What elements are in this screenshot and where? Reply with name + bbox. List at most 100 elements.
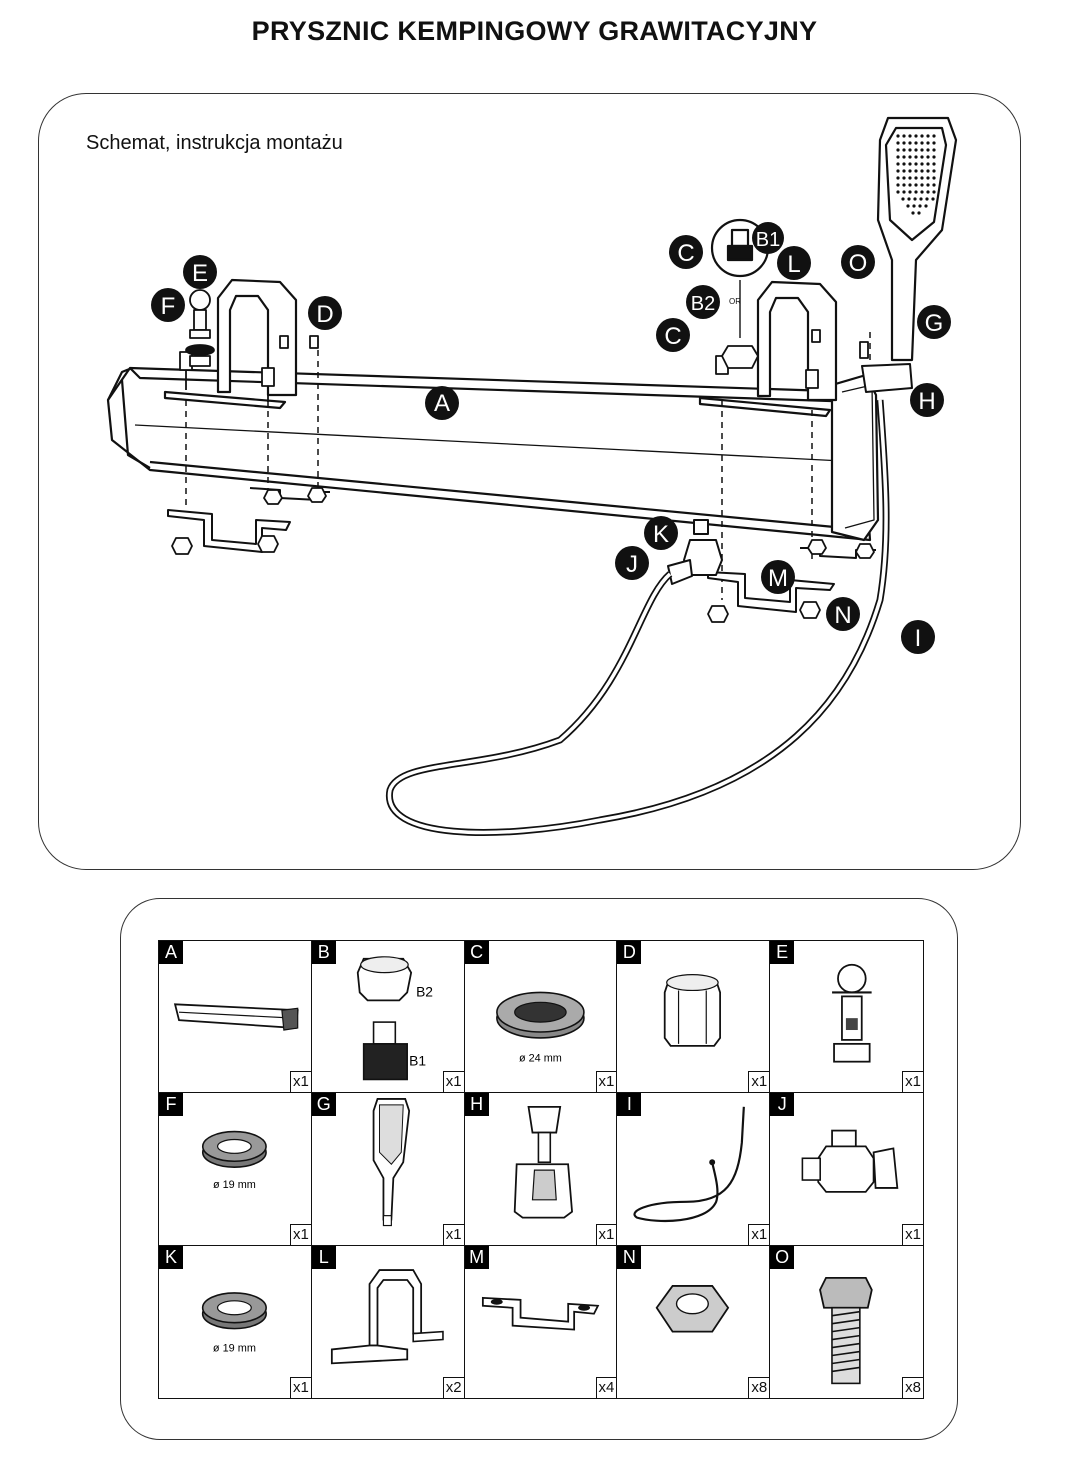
shower-hole xyxy=(902,148,906,152)
tank-bottom-line xyxy=(149,460,867,532)
callouts: A B1 B2 C C D E F G H I J K L M N O OR xyxy=(151,222,951,654)
assembly-diagram: A B1 B2 C C D E F G H I J K L M N O OR xyxy=(106,116,958,836)
svg-text:E: E xyxy=(192,260,208,287)
part-letter: D xyxy=(617,941,642,964)
callout-c-upper: C xyxy=(669,235,703,269)
tank-icon xyxy=(173,1003,299,1031)
part-letter: N xyxy=(617,1245,642,1269)
callout-e: E xyxy=(183,255,217,289)
part-letter: K xyxy=(159,1245,183,1269)
hose-icon xyxy=(634,1107,746,1223)
shower-hole xyxy=(914,162,918,166)
shower-hole xyxy=(896,162,900,166)
shower-hole xyxy=(896,134,900,138)
shower-hole xyxy=(920,148,924,152)
part-quantity: x8 xyxy=(902,1376,923,1398)
tank-end-cap xyxy=(830,373,880,542)
shower-hole xyxy=(908,190,912,194)
part-cell-i: I x1 xyxy=(617,1093,771,1246)
part-e-f-stack xyxy=(185,289,215,367)
callout-o: O xyxy=(841,245,875,279)
part-quantity: x1 xyxy=(595,1223,617,1245)
tank-inner-line xyxy=(120,379,151,469)
part-letter: L xyxy=(311,1245,336,1269)
shower-hole xyxy=(902,183,906,187)
shower-hole xyxy=(926,162,930,166)
part-quantity: x1 xyxy=(902,1071,923,1093)
shower-hole xyxy=(918,204,922,208)
svg-text:B2: B2 xyxy=(691,293,715,315)
callout-g: G xyxy=(917,305,951,339)
shower-hole xyxy=(914,183,918,187)
shower-hole xyxy=(917,211,921,215)
tank-body xyxy=(106,366,872,542)
part-quantity: x1 xyxy=(442,1223,464,1245)
part-b1-label: B1 xyxy=(409,1053,426,1069)
part-letter: E xyxy=(770,941,795,964)
part-letter: F xyxy=(159,1093,183,1117)
svg-text:O: O xyxy=(849,250,868,277)
shower-hole xyxy=(902,141,906,145)
callout-or: OR xyxy=(729,297,741,306)
shower-hole xyxy=(914,176,918,180)
valve-j xyxy=(667,519,723,585)
part-quantity: x1 xyxy=(748,1071,770,1093)
shower-hole xyxy=(920,162,924,166)
part-quantity: x1 xyxy=(289,1376,311,1398)
shower-hole xyxy=(908,183,912,187)
bracket-m-icon xyxy=(481,1296,599,1331)
washer-k-icon: ø 19 mm xyxy=(201,1291,267,1354)
bottom-nuts xyxy=(171,487,875,623)
callout-m: M xyxy=(761,560,795,594)
svg-text:K: K xyxy=(653,521,669,548)
shower-hole xyxy=(932,162,936,166)
part-cell-n: N x8 xyxy=(617,1245,771,1398)
part-b2-label: B2 xyxy=(416,983,433,999)
part-cell-o: O x8 xyxy=(770,1245,923,1398)
shower-hole xyxy=(908,134,912,138)
parts-grid: A x1 B B2 B1 x1 C ø 24 mm x1 D xyxy=(158,940,924,1399)
shower-head-holes xyxy=(896,134,936,215)
shower-hole xyxy=(908,169,912,173)
svg-text:I: I xyxy=(915,625,922,652)
shower-hole xyxy=(920,155,924,159)
shower-hole xyxy=(912,204,916,208)
right-top-bracket xyxy=(698,396,832,418)
shower-hole xyxy=(908,155,912,159)
shower-hole xyxy=(925,197,929,201)
part-letter: H xyxy=(464,1093,489,1117)
shower-hole xyxy=(926,183,930,187)
callout-c-lower: C xyxy=(656,318,690,352)
shower-hole xyxy=(932,176,936,180)
holder-h xyxy=(861,363,913,393)
connector-icon: B2 B1 xyxy=(356,956,433,1081)
part-letter: B xyxy=(311,941,336,964)
shower-hole xyxy=(914,155,918,159)
svg-text:D: D xyxy=(316,301,333,328)
shower-hole xyxy=(906,204,910,208)
shower-hole xyxy=(926,169,930,173)
part-letter: A xyxy=(159,941,183,964)
shower-hole xyxy=(914,190,918,194)
shower-hole xyxy=(920,134,924,138)
shower-hole xyxy=(901,197,905,201)
shower-hole xyxy=(896,148,900,152)
shower-hole xyxy=(920,141,924,145)
part-letter: G xyxy=(311,1093,336,1117)
diagram-subtitle: Schemat, instrukcja montażu xyxy=(86,132,343,154)
shower-hole xyxy=(908,141,912,145)
callout-d: D xyxy=(308,296,342,330)
part-cell-m: M x4 xyxy=(464,1245,618,1398)
svg-text:C: C xyxy=(664,323,681,350)
tank-mid-line xyxy=(134,424,863,463)
svg-text:L: L xyxy=(787,251,800,278)
svg-text:C: C xyxy=(677,240,694,267)
shower-head-icon xyxy=(372,1098,410,1227)
shower-hole xyxy=(932,169,936,173)
callout-n: N xyxy=(826,597,860,631)
callout-b2: B2 xyxy=(686,285,720,319)
shower-hole xyxy=(896,176,900,180)
shower-hole xyxy=(932,141,936,145)
part-b2-nut xyxy=(721,345,759,369)
left-top-bracket xyxy=(163,390,287,410)
